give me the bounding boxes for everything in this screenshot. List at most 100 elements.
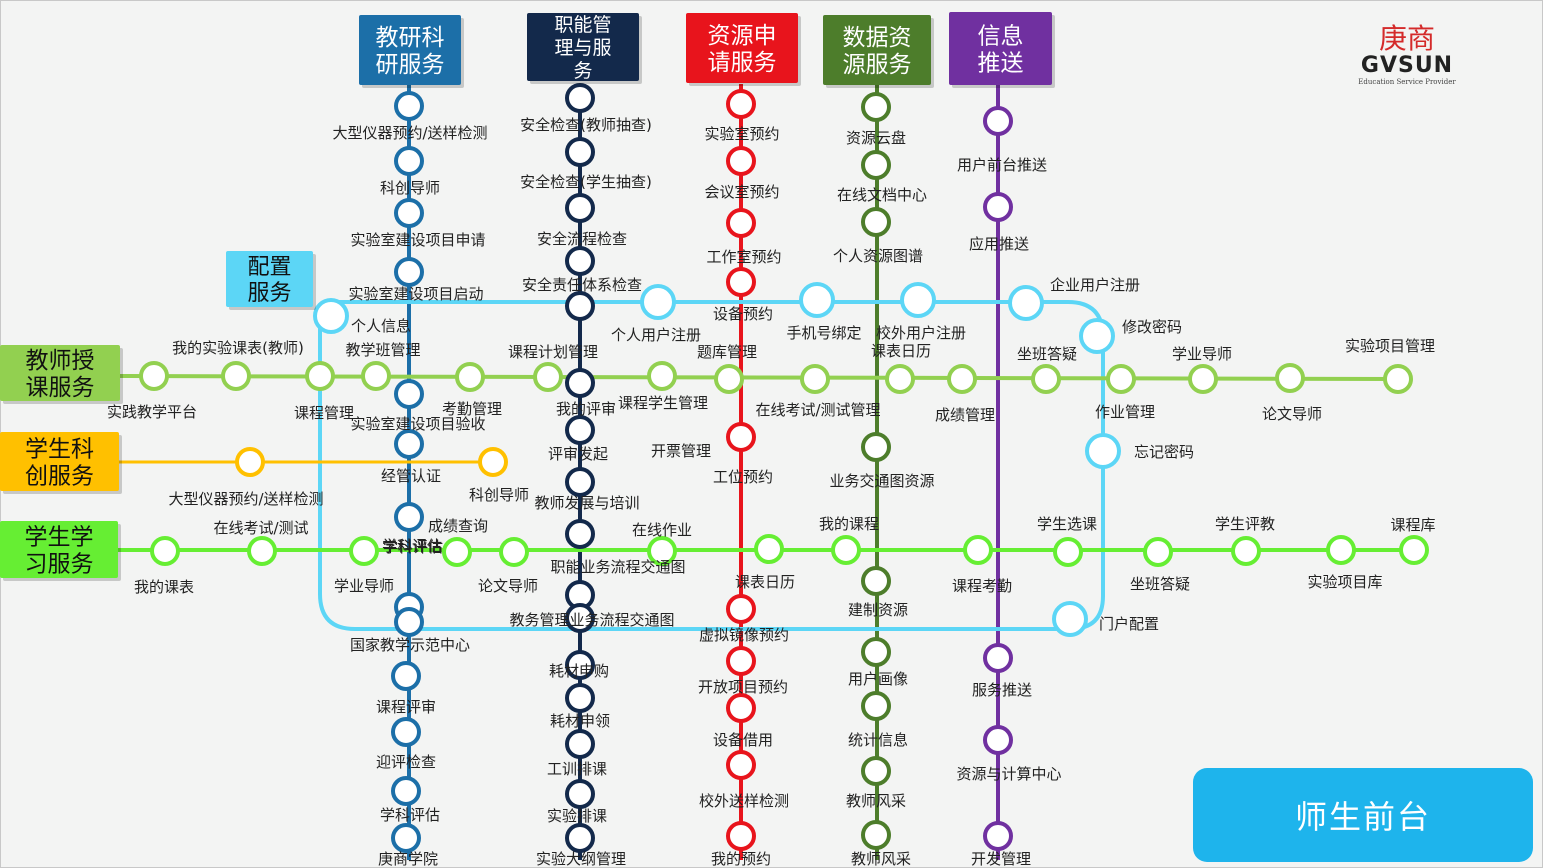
config-station[interactable]	[313, 298, 349, 334]
student_study-station[interactable]	[1326, 535, 1356, 565]
teaching-station[interactable]	[394, 198, 424, 228]
config-station[interactable]	[1052, 601, 1088, 637]
management-station[interactable]	[565, 650, 595, 680]
data-header-box[interactable]	[823, 15, 931, 85]
teaching-station[interactable]	[391, 717, 421, 747]
management-station[interactable]	[565, 137, 595, 167]
teacher_course-station[interactable]	[714, 364, 744, 394]
student_study-header-box[interactable]	[0, 521, 118, 578]
teacher_course-station[interactable]	[885, 364, 915, 394]
config-station[interactable]	[799, 282, 835, 318]
info-station[interactable]	[983, 106, 1013, 136]
teacher_course-station[interactable]	[455, 362, 485, 392]
data-station[interactable]	[861, 432, 891, 462]
resource-station[interactable]	[726, 594, 756, 624]
teacher_course-station[interactable]	[361, 361, 391, 391]
teacher_course-station[interactable]	[1188, 364, 1218, 394]
management-station[interactable]	[565, 193, 595, 223]
data-station[interactable]	[861, 756, 891, 786]
info-station[interactable]	[983, 192, 1013, 222]
resource-station[interactable]	[726, 750, 756, 780]
teacher-student-front-button[interactable]: 师生前台	[1193, 768, 1533, 862]
management-station[interactable]	[565, 291, 595, 321]
resource-station[interactable]	[726, 422, 756, 452]
resource-station[interactable]	[726, 646, 756, 676]
line-headers[interactable]: 教研科研服务职能管理与服务资源申请服务数据资源服务信息推送配置服务教师授课服务学…	[0, 12, 1055, 581]
student_study-station[interactable]	[963, 535, 993, 565]
teaching-station[interactable]	[391, 823, 421, 853]
teacher_course-station[interactable]	[800, 364, 830, 394]
student_study-station[interactable]	[1143, 537, 1173, 567]
teaching-station[interactable]	[391, 661, 421, 691]
student_study-station[interactable]	[1231, 536, 1261, 566]
info-station[interactable]	[983, 725, 1013, 755]
teacher_course-station[interactable]	[1275, 363, 1305, 393]
data-station[interactable]	[861, 92, 891, 122]
teaching-station[interactable]	[394, 502, 424, 532]
student_study-station[interactable]	[442, 537, 472, 567]
config-station[interactable]	[900, 282, 936, 318]
management-station[interactable]	[565, 729, 595, 759]
teacher_course-header-box[interactable]	[0, 345, 120, 401]
teaching-header-box[interactable]	[359, 15, 461, 85]
management-station[interactable]	[565, 603, 595, 633]
management-station[interactable]	[565, 823, 595, 853]
config-station[interactable]	[1008, 285, 1044, 321]
teaching-station[interactable]	[394, 91, 424, 121]
management-station[interactable]	[565, 683, 595, 713]
teacher_course-station[interactable]	[533, 362, 563, 392]
student_study-station[interactable]	[1053, 537, 1083, 567]
student_innovation-station[interactable]	[235, 447, 265, 477]
student_innovation-header-box[interactable]	[0, 432, 119, 491]
teaching-station[interactable]	[394, 429, 424, 459]
management-station[interactable]	[565, 415, 595, 445]
config-station[interactable]	[1079, 318, 1115, 354]
config-station[interactable]	[1085, 433, 1121, 469]
teaching-station[interactable]	[394, 607, 424, 637]
resource-station[interactable]	[726, 267, 756, 297]
student_study-station[interactable]	[247, 536, 277, 566]
config-header-box[interactable]	[226, 251, 313, 307]
student_study-station[interactable]	[647, 536, 677, 566]
info-station[interactable]	[983, 643, 1013, 673]
student_study-station[interactable]	[754, 534, 784, 564]
teaching-station[interactable]	[394, 257, 424, 287]
teacher_course-station[interactable]	[221, 361, 251, 391]
teaching-station[interactable]	[394, 379, 424, 409]
management-header-box[interactable]	[527, 13, 639, 81]
teacher_course-station[interactable]	[305, 361, 335, 391]
management-station[interactable]	[565, 368, 595, 398]
info-header-box[interactable]	[949, 12, 1052, 85]
student_study-station[interactable]	[1399, 535, 1429, 565]
info-station[interactable]	[983, 821, 1013, 851]
management-station[interactable]	[565, 246, 595, 276]
data-station[interactable]	[861, 150, 891, 180]
student_innovation-station[interactable]	[478, 447, 508, 477]
student_study-station[interactable]	[349, 536, 379, 566]
student_study-station[interactable]	[831, 535, 861, 565]
resource-station[interactable]	[726, 208, 756, 238]
resource-header-box[interactable]	[686, 13, 798, 83]
teacher_course-station[interactable]	[1106, 364, 1136, 394]
teaching-station[interactable]	[394, 146, 424, 176]
data-station[interactable]	[861, 820, 891, 850]
teaching-station[interactable]	[391, 776, 421, 806]
data-station[interactable]	[861, 566, 891, 596]
student_study-station[interactable]	[150, 536, 180, 566]
data-station[interactable]	[861, 691, 891, 721]
resource-station[interactable]	[726, 146, 756, 176]
data-station[interactable]	[861, 637, 891, 667]
config-station[interactable]	[640, 284, 676, 320]
resource-station[interactable]	[726, 821, 756, 851]
teacher_course-station[interactable]	[1383, 364, 1413, 394]
teacher_course-station[interactable]	[647, 361, 677, 391]
